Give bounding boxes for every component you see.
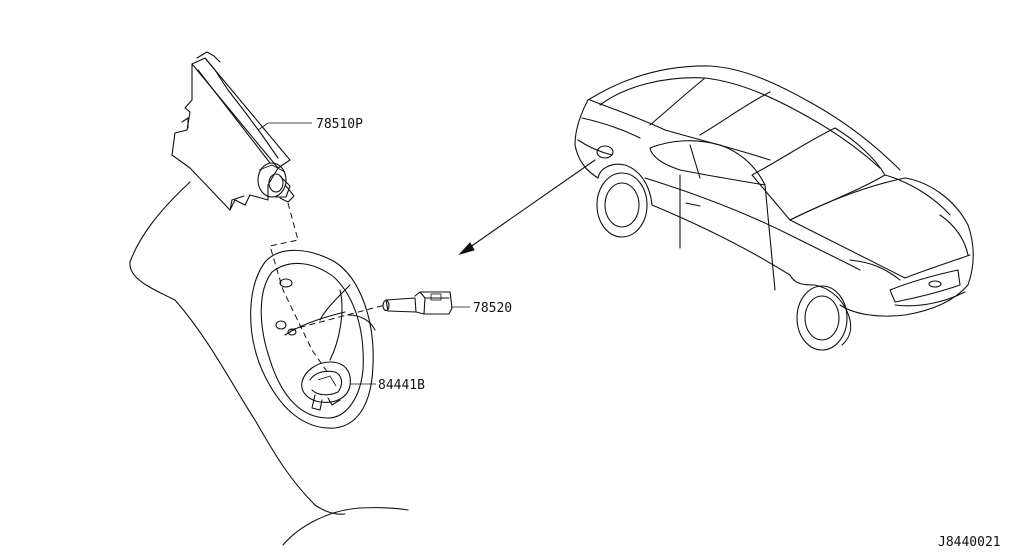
- rod-78520: [289, 291, 453, 331]
- part-label-78520: 78520: [473, 301, 512, 316]
- actuator-78510p: [171, 51, 295, 211]
- location-arrow: [458, 159, 596, 255]
- connection-dashed-line: [269, 202, 329, 374]
- car-illustration: [574, 65, 974, 351]
- part-label-78510p: 78510P: [316, 117, 363, 132]
- fuel-lid-housing: [250, 249, 376, 429]
- body-panel-outline: [129, 181, 409, 546]
- lid-holder-84441b: [301, 361, 351, 411]
- diagram-code: J8440021: [938, 535, 1001, 550]
- part-label-84441b: 84441B: [378, 378, 425, 393]
